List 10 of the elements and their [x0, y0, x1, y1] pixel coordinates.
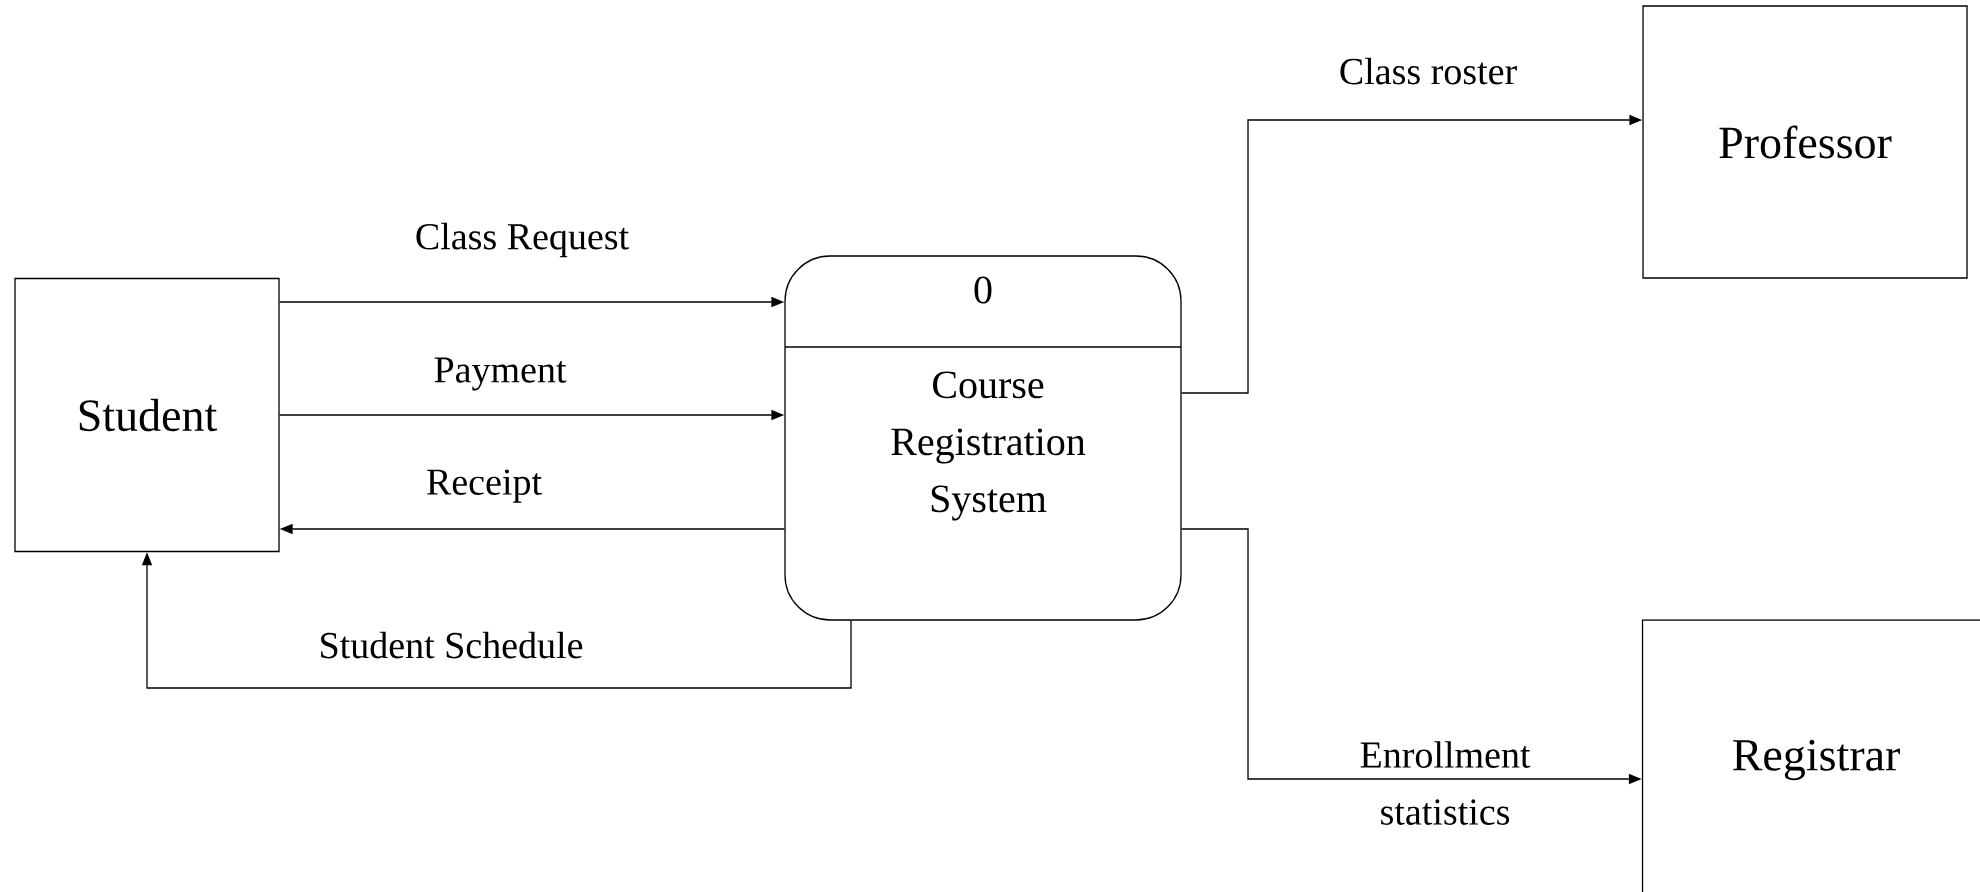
edge-label: Class Request	[416, 222, 629, 258]
entity-box: Registrar	[1641, 619, 1980, 892]
edge-label: Class roster	[1340, 57, 1517, 85]
edge-label: Student Schedule	[321, 631, 583, 659]
edge-label: Enrollment statistics	[1360, 741, 1531, 825]
edge-label: Receipt	[427, 469, 542, 503]
process-box: 0 Course Registration System	[784, 255, 1182, 621]
edge-label: Payment	[434, 357, 567, 391]
entity-box: Professor	[1642, 5, 1968, 279]
entity-box: Student	[14, 277, 280, 553]
